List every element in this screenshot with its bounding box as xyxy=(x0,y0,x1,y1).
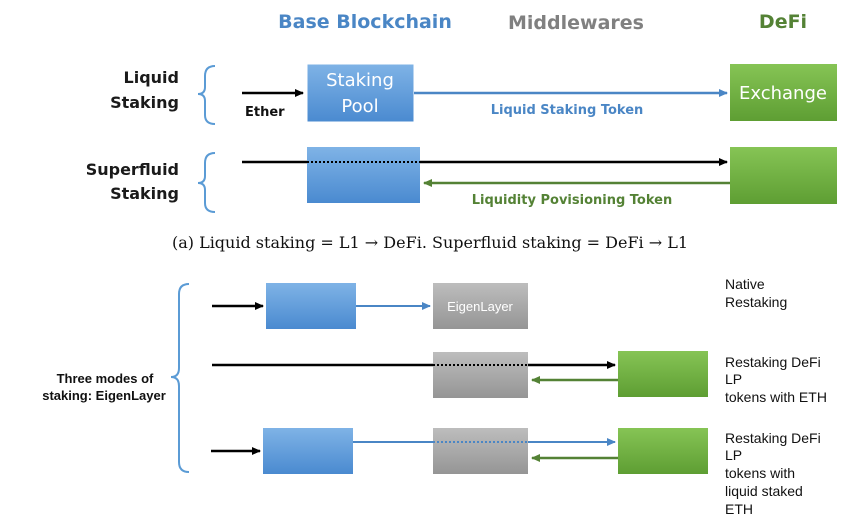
staking-pool-label-2: Pool xyxy=(341,96,378,117)
mode3-base-box xyxy=(263,428,353,474)
staking-pool-label-1: Staking xyxy=(326,70,394,91)
mode3-label-1: Restaking DeFi xyxy=(725,430,821,446)
superfluid-base-box xyxy=(307,147,420,203)
eigenlayer-box-label: EigenLayer xyxy=(447,299,513,314)
superfluid-defi-box xyxy=(730,147,837,204)
eigen-group-label-2: staking: EigenLayer xyxy=(42,388,166,403)
mode2-label-2: LP xyxy=(725,371,742,387)
mode3-label-4: liquid staked xyxy=(725,483,803,499)
brace-eigenlayer xyxy=(170,283,190,473)
mode2-eigen-box xyxy=(433,352,528,398)
mode1-base-box xyxy=(266,283,356,329)
brace-liquid-staking xyxy=(197,65,216,125)
label-liquid-staking-token: Liquid Staking Token xyxy=(491,103,644,118)
mode3-label-3: tokens with xyxy=(725,465,795,481)
label-ether: Ether xyxy=(245,105,285,120)
eigen-group-label-1: Three modes of xyxy=(57,371,154,386)
mode1-label-2: Restaking xyxy=(725,294,787,310)
eigenlayer-box xyxy=(433,283,528,329)
brace-superfluid-staking xyxy=(197,152,216,213)
caption-a: (a) Liquid staking = L1 → DeFi. Superflu… xyxy=(172,233,688,252)
mode1-label-1: Native xyxy=(725,276,765,292)
header-middlewares: Middlewares xyxy=(508,12,644,34)
row-label-staking-2: Staking xyxy=(110,184,179,203)
mode2-defi-box xyxy=(618,351,708,397)
mode3-label-5: ETH xyxy=(725,501,753,517)
label-lp-token: Liquidity Povisioning Token xyxy=(472,193,672,208)
mode3-eigen-box xyxy=(433,428,528,474)
exchange-box xyxy=(730,64,837,121)
row-label-staking: Staking xyxy=(110,93,179,112)
header-base-blockchain: Base Blockchain xyxy=(278,11,452,33)
mode2-label-1: Restaking DeFi xyxy=(725,354,821,370)
row-label-superfluid: Superfluid xyxy=(86,160,179,179)
mode3-defi-box xyxy=(618,428,708,474)
exchange-label: Exchange xyxy=(739,83,827,104)
mode2-label-3: tokens with ETH xyxy=(725,389,827,405)
header-defi: DeFi xyxy=(759,11,807,33)
mode3-label-2: LP xyxy=(725,447,742,463)
row-label-liquid: Liquid xyxy=(124,68,179,87)
